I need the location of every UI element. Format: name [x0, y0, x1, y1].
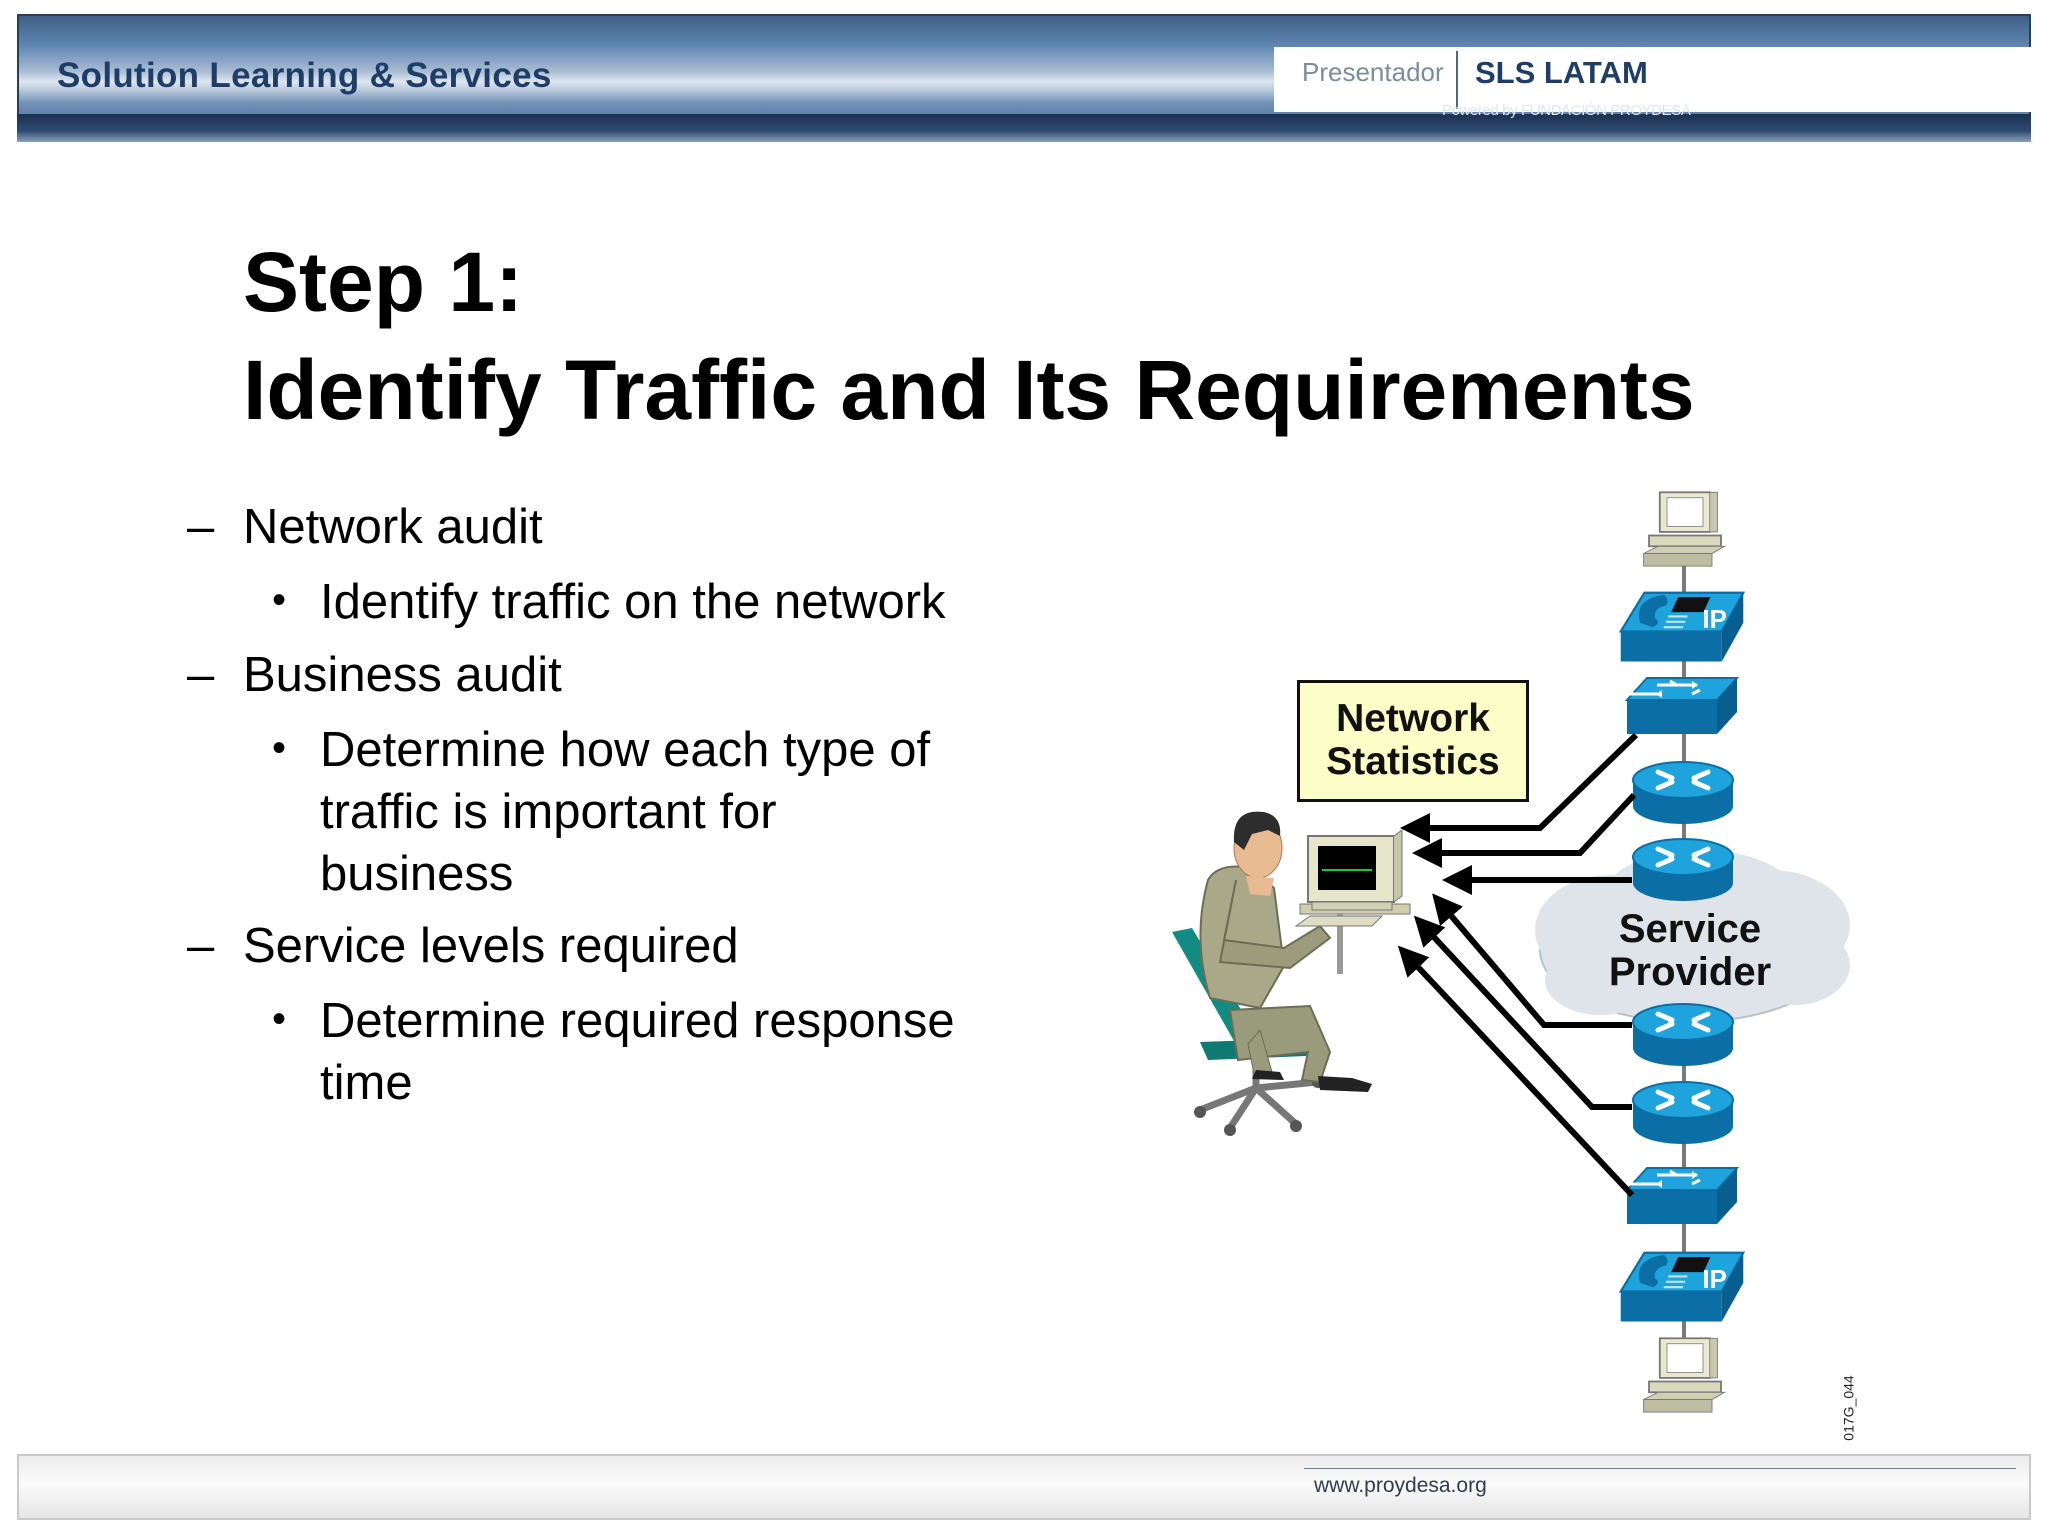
router-icon [1633, 839, 1733, 901]
footer-bar: www.proydesa.org [17, 1454, 2031, 1520]
arrow-switch [1400, 732, 1639, 843]
arrow-router [1413, 915, 1632, 1110]
sub-bullet-text: Identify traffic on the network [320, 575, 946, 629]
router-icon [1633, 1082, 1733, 1144]
sub-bullet: • Identify traffic on the network [272, 571, 1040, 633]
bullet-text: Service levels required [243, 919, 739, 973]
workstation-icon [1642, 491, 1726, 568]
service-provider-label: Service Provider [1565, 908, 1815, 994]
network-statistics-box: Network Statistics [1297, 680, 1529, 802]
router-icon [1633, 1004, 1733, 1066]
bullet-mark: • [272, 578, 287, 622]
slide-title-line1: Step 1: [243, 235, 524, 329]
router-icon [1633, 762, 1733, 824]
sub-bullet-continuation: traffic is important for [320, 781, 1040, 843]
cloud-label-line2: Provider [1608, 950, 1772, 994]
sub-bullet-line: Determine how each type of [320, 723, 931, 777]
stats-box-line2: Statistics [1326, 740, 1500, 783]
arrow-router [1412, 792, 1637, 868]
network-analyst-figure [1172, 811, 1411, 1136]
dash-mark: – [187, 648, 215, 702]
bullet-network-audit: – Network audit [187, 496, 543, 558]
brand-divider [1456, 51, 1458, 109]
traffic-arrows [1397, 732, 1639, 1198]
sub-bullet-line: time [320, 1056, 413, 1110]
dash-mark: – [187, 500, 215, 554]
sub-bullet-line: traffic is important for [320, 785, 777, 839]
bullet-service-levels: – Service levels required [187, 915, 739, 977]
arrow-router [1432, 893, 1632, 1028]
header-banner: Solution Learning & Services Presentador… [17, 14, 2031, 146]
footer-rule [1304, 1468, 2016, 1469]
bullet-mark: • [272, 997, 287, 1041]
workstation-icon [1642, 1337, 1726, 1414]
bullet-text: Network audit [243, 500, 543, 554]
slide-title-line2: Identify Traffic and Its Requirements [243, 343, 1695, 437]
header-title: Solution Learning & Services [57, 56, 552, 95]
brand-name: SLS LATAM [1475, 55, 1648, 90]
bullet-mark: • [272, 726, 287, 770]
sub-bullet-continuation: time [320, 1052, 1040, 1114]
arrow-switch [1397, 945, 1635, 1198]
bullet-text: Business audit [243, 648, 562, 702]
sub-bullet: • Determine how each type of [272, 719, 1040, 781]
ip-phone-icon [1619, 591, 1745, 663]
presenter-label: Presentador [1302, 57, 1444, 87]
sub-bullet-line: business [320, 847, 514, 901]
cloud-label-line1: Service [1618, 907, 1762, 951]
figure-code: 017G_044 [1840, 1375, 1857, 1441]
header-brand-panel: Presentador SLS LATAM [1274, 47, 2031, 112]
sub-bullet-line: Determine required response [320, 994, 955, 1048]
switch-icon [1625, 1166, 1739, 1226]
ip-phone-icon [1619, 1251, 1745, 1323]
sub-bullet-continuation: business [320, 843, 1040, 905]
bullet-business-audit: – Business audit [187, 644, 562, 706]
powered-by-label: Powered by FUNDACIÓN PROYDESA [1442, 102, 1691, 119]
dash-mark: – [187, 919, 215, 973]
stats-box-line1: Network [1336, 697, 1490, 740]
switch-icon [1625, 676, 1739, 736]
sub-bullet: • Determine required response [272, 990, 1040, 1052]
header-bottom-bar [17, 114, 2031, 142]
footer-url: www.proydesa.org [1314, 1474, 1487, 1497]
slide-title: Step 1: Identify Traffic and Its Require… [243, 228, 1695, 444]
